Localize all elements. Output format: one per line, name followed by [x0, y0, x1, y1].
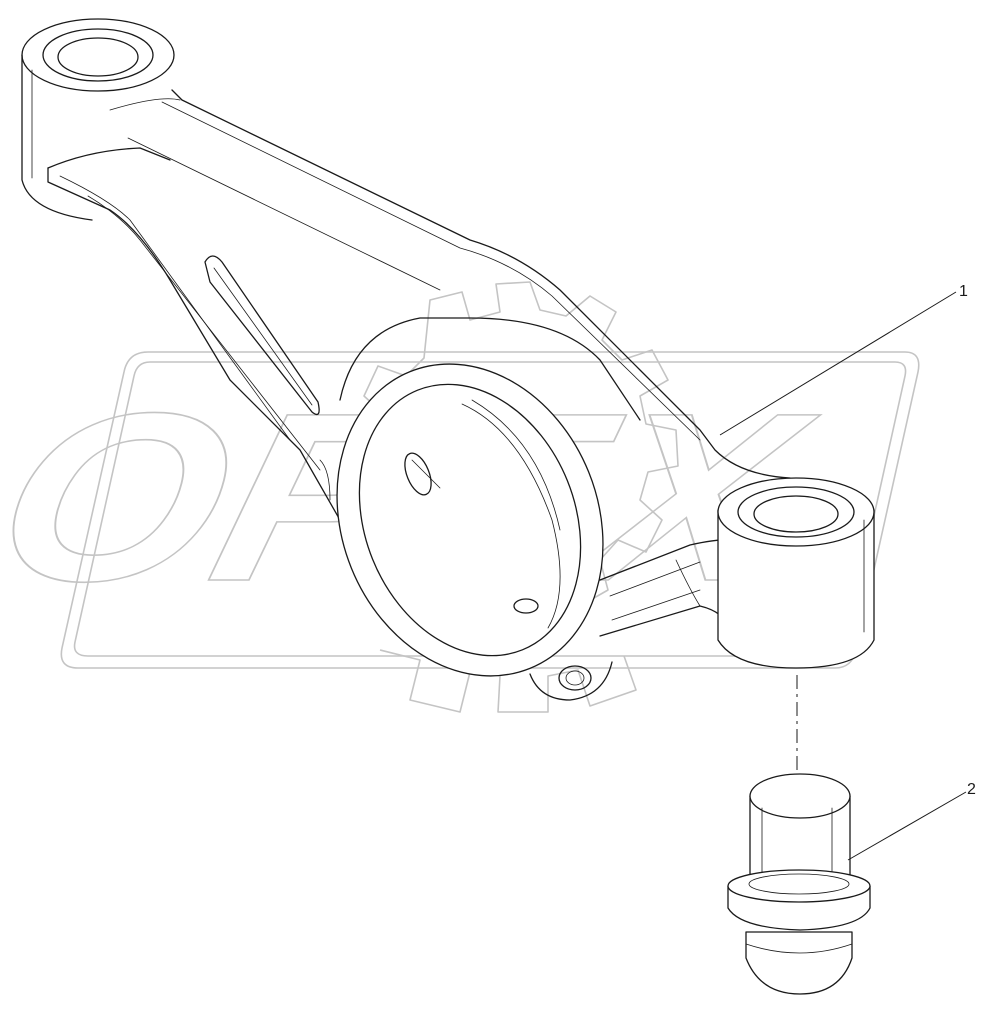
callout-1: 1 [719, 283, 968, 436]
rocker-arm-part [21, 18, 875, 701]
leader-line-1 [719, 291, 957, 436]
callout-label-1: 1 [959, 283, 968, 300]
callout-2: 2 [847, 781, 976, 861]
leader-line-2 [847, 791, 967, 861]
callout-label-2: 2 [967, 781, 976, 798]
ball-pin-part [727, 675, 871, 995]
